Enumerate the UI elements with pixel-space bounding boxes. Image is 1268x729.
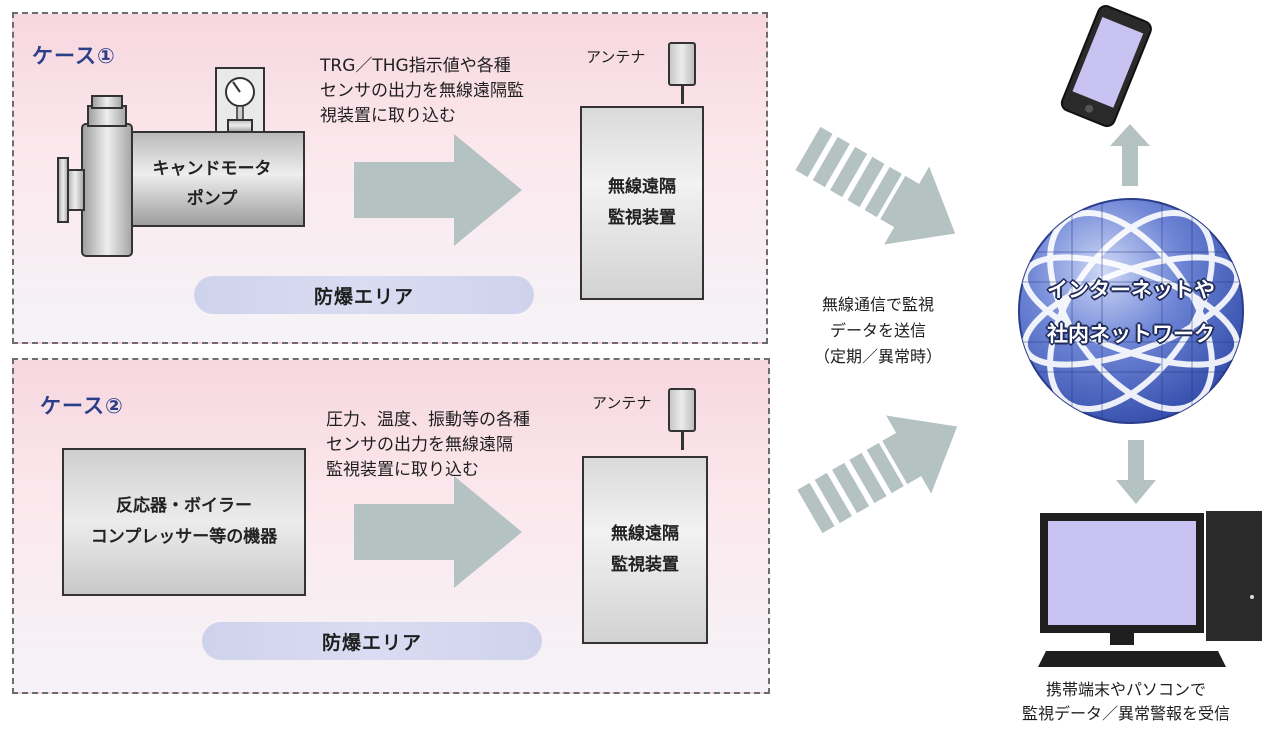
globe-icon: [1018, 198, 1244, 424]
case-1-explosion-proof-zone: 防爆エリア: [194, 276, 534, 314]
case-2-antenna-icon: [668, 388, 696, 432]
case-1-title: ケース①: [32, 44, 116, 68]
case-1-description-line-1: TRG／THG指示値や各種: [320, 56, 511, 76]
transmission-label: 無線通信で監視 データを送信 （定期／異常時）: [794, 292, 962, 370]
case-2-equipment-line-2: コンプレッサー等の機器: [90, 527, 278, 547]
smartphone-icon: [1060, 5, 1152, 128]
receive-line-1: 携帯端末やパソコンで: [1045, 680, 1206, 699]
case-2-equipment-box: 反応器・ボイラー コンプレッサー等の機器: [62, 448, 306, 596]
pump-label-line-2: ポンプ: [186, 189, 238, 209]
transmission-line-1: 無線通信で監視: [821, 295, 934, 314]
case-2-flow-arrow: [354, 476, 522, 588]
case-2-panel: ケース② 反応器・ボイラー コンプレッサー等の機器 圧力、温度、振動等の各種 セ…: [12, 358, 770, 694]
case-2-device-line-2: 監視装置: [611, 555, 679, 575]
network-line-1: インターネットや: [1047, 278, 1215, 302]
wireless-arrow-lower-icon: [797, 415, 958, 534]
network-line-2: 社内ネットワーク: [1047, 322, 1215, 346]
transmission-line-2: データを送信: [829, 321, 926, 340]
case-1-device-line-2: 監視装置: [608, 208, 676, 228]
desktop-computer-icon: [1038, 511, 1262, 667]
case-1-antenna-label: アンテナ: [586, 48, 646, 66]
pump-label: キャンドモータ ポンプ: [132, 154, 292, 214]
case-1-panel: ケース① キャンドモータ ポンプ TRG／THG指示値や各種 セン: [12, 12, 768, 344]
case-1-device-line-1: 無線遠隔: [608, 177, 676, 197]
case-2-description-line-3: 監視装置に取り込む: [326, 460, 479, 480]
case-2-title: ケース②: [40, 394, 124, 418]
case-2-monitoring-device: 無線遠隔 監視装置: [582, 456, 708, 644]
case-1-flow-arrow: [354, 134, 522, 246]
network-label: インターネットや 社内ネットワーク: [1012, 268, 1250, 356]
up-arrow-icon: [1110, 124, 1150, 186]
canned-motor-pump-icon: [57, 67, 305, 257]
case-2-antenna-label: アンテナ: [592, 394, 652, 412]
case-1-description: TRG／THG指示値や各種 センサの出力を無線遠隔監 視装置に取り込む: [320, 54, 524, 129]
case-1-antenna-icon: [668, 42, 696, 86]
case-2-antenna-mast: [681, 432, 684, 450]
transmission-line-3: （定期／異常時）: [813, 347, 942, 366]
case-2-device-line-1: 無線遠隔: [611, 524, 679, 544]
wireless-arrow-upper-icon: [795, 126, 956, 245]
case-1-description-line-3: 視装置に取り込む: [320, 106, 456, 126]
case-1-antenna-mast: [681, 86, 684, 104]
down-arrow-icon: [1116, 440, 1156, 504]
case-2-description: 圧力、温度、振動等の各種 センサの出力を無線遠隔 監視装置に取り込む: [326, 408, 530, 483]
case-2-explosion-proof-zone: 防爆エリア: [202, 622, 542, 660]
case-2-equipment-line-1: 反応器・ボイラー: [116, 496, 252, 516]
case-2-description-line-2: センサの出力を無線遠隔: [326, 435, 513, 455]
pump-label-line-1: キャンドモータ: [152, 159, 272, 179]
receive-label: 携帯端末やパソコンで 監視データ／異常警報を受信: [992, 678, 1260, 726]
case-1-monitoring-device: 無線遠隔 監視装置: [580, 106, 704, 300]
case-2-description-line-1: 圧力、温度、振動等の各種: [326, 410, 530, 430]
receive-line-2: 監視データ／異常警報を受信: [1021, 704, 1230, 723]
case-1-description-line-2: センサの出力を無線遠隔監: [320, 81, 524, 101]
